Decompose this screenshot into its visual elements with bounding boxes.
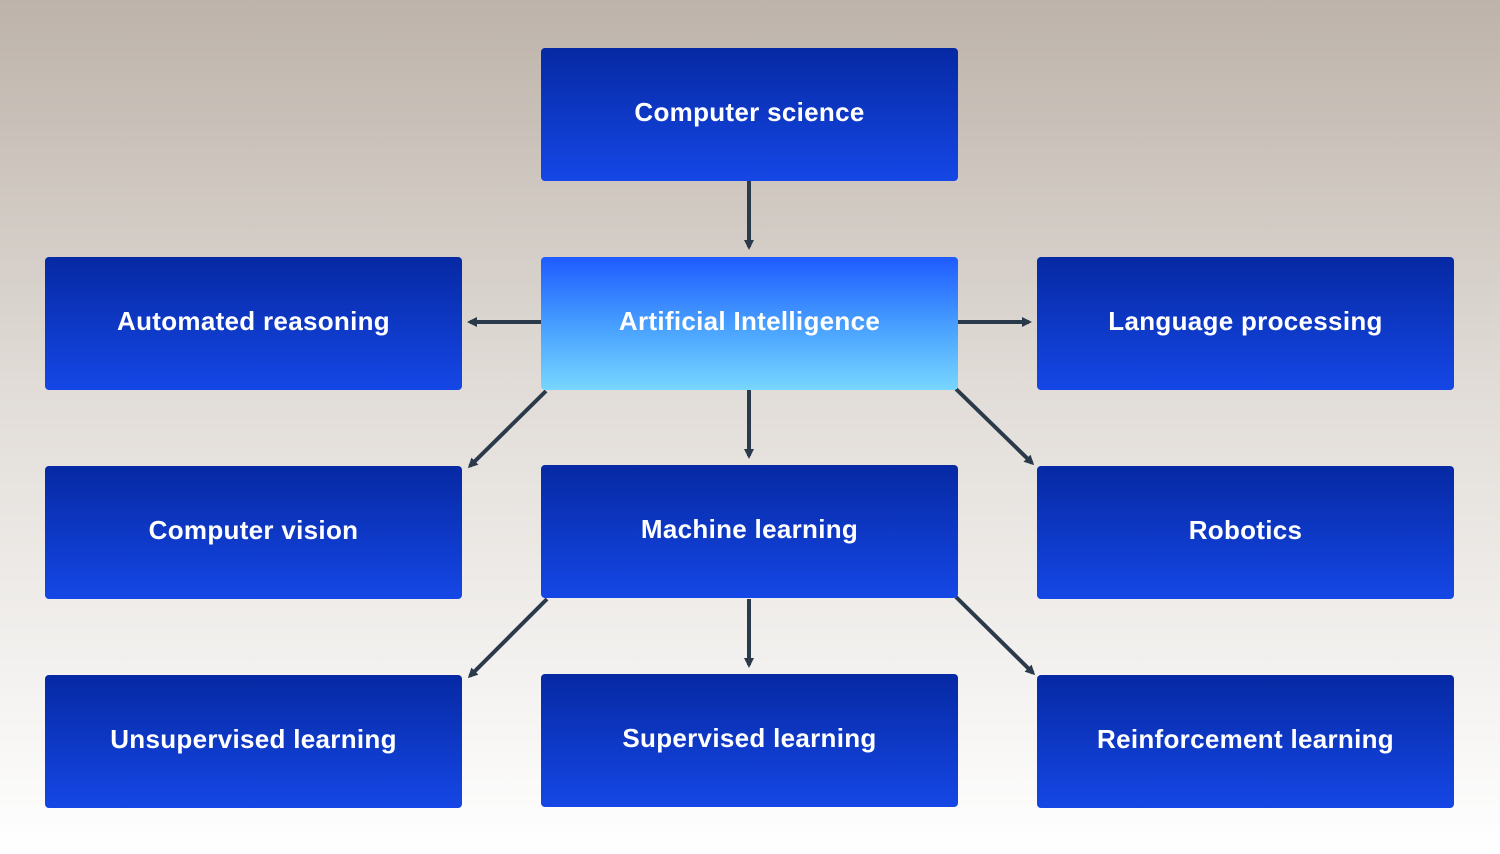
edge-ml-to-reinforcement [954, 595, 1036, 676]
node-label: Artificial Intelligence [618, 306, 881, 336]
edge-ml-to-unsupervised [467, 597, 549, 679]
node-supervised-learning: Supervised learning [541, 674, 958, 807]
node-label: Computer science [634, 97, 865, 127]
node-label: Machine learning [640, 514, 859, 544]
node-reinforcement-learning: Reinforcement learning [1037, 675, 1454, 808]
node-label: Supervised learning [622, 723, 877, 753]
node-label: Language processing [1108, 306, 1383, 336]
node-label: Automated reasoning [117, 306, 390, 336]
node-label: Robotics [1188, 515, 1303, 545]
node-machine-learning: Machine learning [541, 465, 958, 598]
edge-ai-to-computer-vision [467, 389, 548, 469]
edge-ai-to-robotics [954, 387, 1035, 466]
node-artificial-intelligence: Artificial Intelligence [541, 257, 958, 390]
node-language-processing: Language processing [1037, 257, 1454, 390]
node-robotics: Robotics [1037, 466, 1454, 599]
node-computer-science: Computer science [541, 48, 958, 181]
node-automated-reasoning: Automated reasoning [45, 257, 462, 390]
node-label: Computer vision [148, 515, 359, 545]
node-label: Reinforcement learning [1097, 724, 1394, 754]
node-unsupervised-learning: Unsupervised learning [45, 675, 462, 808]
node-computer-vision: Computer vision [45, 466, 462, 599]
node-label: Unsupervised learning [110, 724, 397, 754]
